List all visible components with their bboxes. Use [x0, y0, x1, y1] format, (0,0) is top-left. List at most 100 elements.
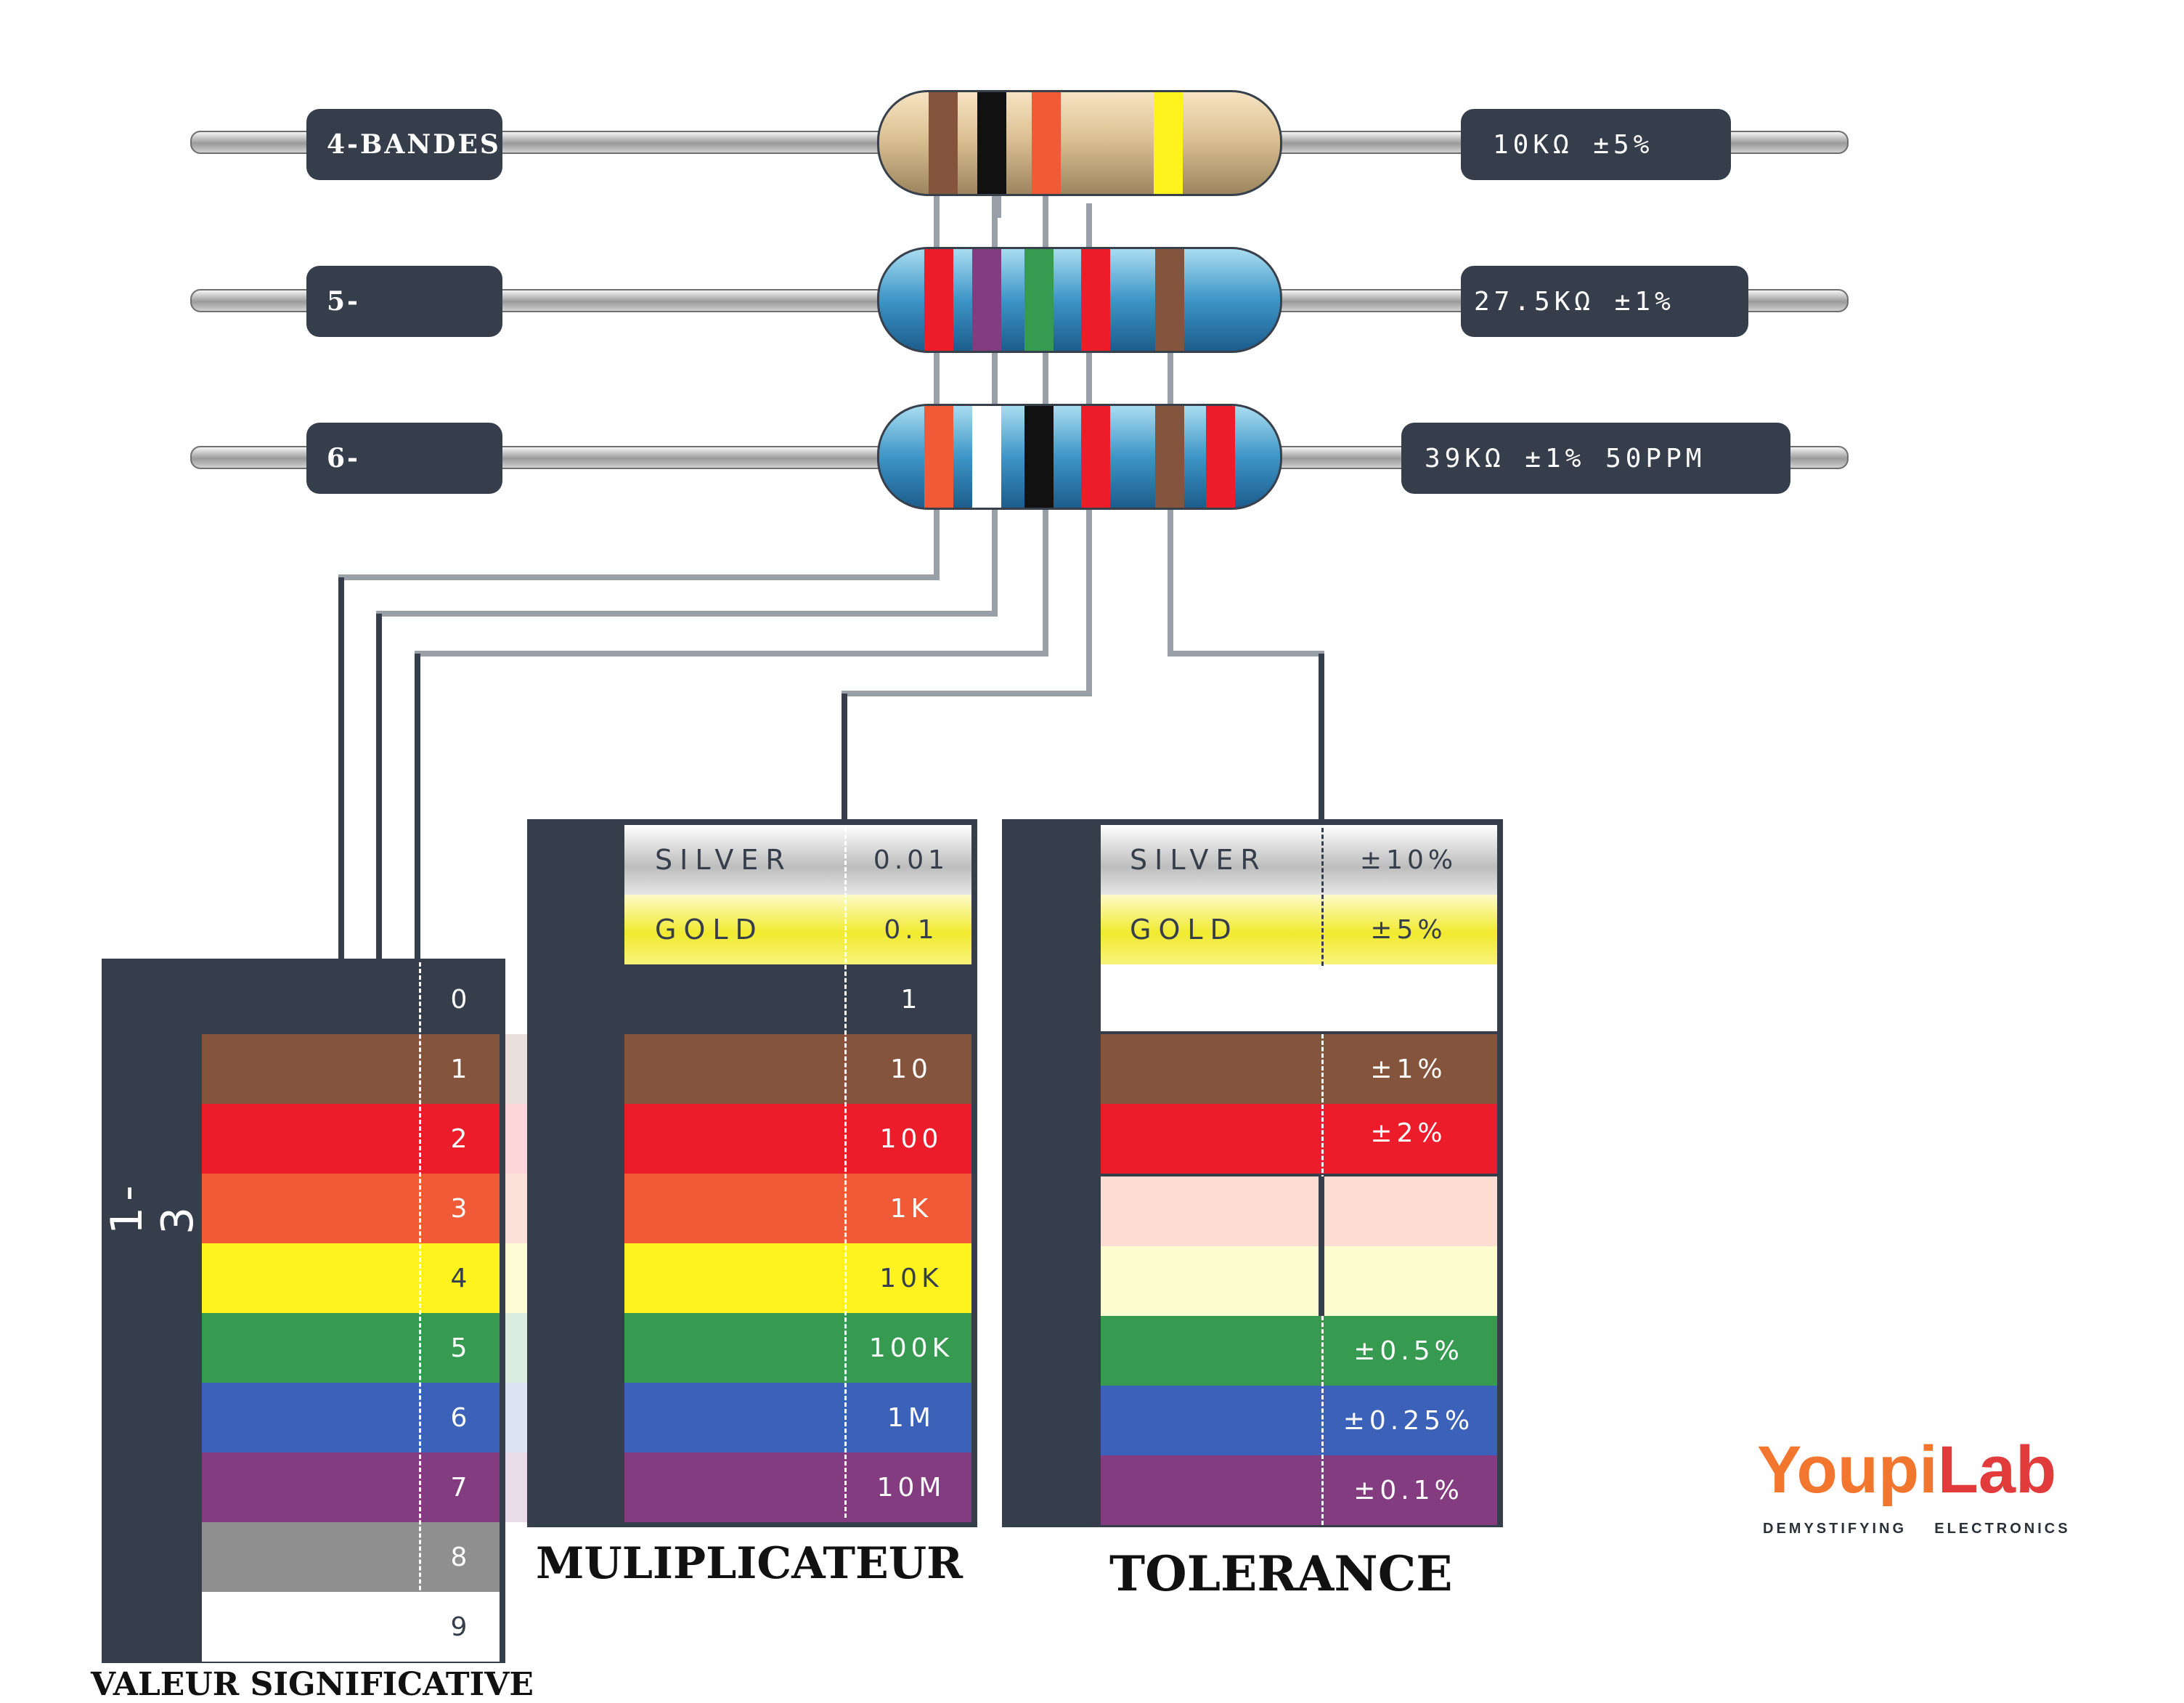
multiplier-row-green — [624, 1313, 971, 1383]
band-red — [1206, 406, 1235, 508]
significant-row-violet — [202, 1452, 500, 1522]
tolerance-divider — [1321, 1316, 1324, 1525]
tolerance-red-value: ±2% — [1370, 1118, 1447, 1148]
tolerance-row-yellow — [1101, 1246, 1497, 1316]
significant-divider — [419, 962, 421, 1656]
significant-digit: 6 — [450, 1402, 472, 1433]
multiplier-value: 10 — [890, 1054, 932, 1084]
significant-row-red — [202, 1104, 500, 1174]
multiplier-row-red — [624, 1104, 971, 1174]
significant-row-shade — [505, 1452, 527, 1522]
multiplier-divider — [844, 828, 847, 1518]
resistor-3-value: 39KΩ ±1% 50PPM — [1401, 423, 1790, 494]
multiplier-value: 1K — [889, 1193, 933, 1224]
significant-row-shade — [505, 1174, 527, 1243]
brand-logo: YoupiLab — [1757, 1436, 2056, 1503]
significant-row-shade — [505, 1383, 527, 1452]
significant-digit: 4 — [450, 1263, 472, 1293]
tolerance-separator — [1319, 1176, 1324, 1316]
resistor-3-body — [877, 404, 1282, 510]
tolerance-row-red — [1101, 1104, 1497, 1174]
multiplier-silver-name: SILVER — [655, 844, 792, 876]
brand-name-b: Lab — [1937, 1433, 2057, 1507]
significant-row-shade — [505, 1243, 527, 1313]
multiplier-row-gold — [624, 895, 971, 964]
resistor-1-value: 10KΩ ±5% — [1461, 109, 1731, 180]
tolerance-divider — [1321, 1034, 1324, 1179]
tolerance-silver-value: ±10% — [1359, 845, 1458, 875]
significant-digit: 5 — [450, 1333, 472, 1363]
tolerance-row-silver — [1101, 825, 1497, 895]
band-brown — [1155, 406, 1184, 508]
multiplier-caption: MULIPLICATEUR — [536, 1538, 963, 1589]
tolerance-row-violet — [1101, 1455, 1497, 1525]
multiplier-value: 10K — [879, 1263, 943, 1293]
significant-row-shade — [505, 1104, 527, 1174]
band-brown — [1155, 249, 1184, 351]
resistor-1-type-label: 4-BANDES — [306, 109, 502, 180]
tolerance-gold-value: ±5% — [1370, 914, 1447, 945]
significant-digit: 1 — [450, 1054, 472, 1084]
multiplier-value: 10M — [876, 1472, 946, 1503]
band-black — [1024, 406, 1054, 508]
multiplier-row-orange — [624, 1174, 971, 1243]
multiplier-row-yellow — [624, 1243, 971, 1313]
band-white — [972, 406, 1001, 508]
tolerance-silver-name: SILVER — [1130, 844, 1267, 876]
resistor-2-type-label: 5- — [306, 266, 502, 337]
tolerance-blue-value: ±0.25% — [1342, 1405, 1475, 1436]
tolerance-row-green — [1101, 1316, 1497, 1386]
band-violet — [972, 249, 1001, 351]
multiplier-row-brown — [624, 1034, 971, 1104]
significant-digit: 0 — [450, 984, 472, 1015]
multiplier-row-silver — [624, 825, 971, 895]
tolerance-brown-value: ±1% — [1370, 1054, 1447, 1084]
significant-row-shade — [505, 1034, 527, 1104]
multiplier-row-blue — [624, 1383, 971, 1452]
resistor-1-body — [877, 90, 1282, 196]
tolerance-caption: TOLERANCE — [1109, 1545, 1453, 1602]
brand-tagline: DEMYSTIFYING ELECTRONICS — [1763, 1521, 2071, 1537]
band-orange — [924, 406, 953, 508]
multiplier-gold-value: 0.1 — [884, 914, 939, 945]
multiplier-value: 100 — [879, 1123, 943, 1154]
tolerance-violet-value: ±0.1% — [1353, 1475, 1464, 1505]
multiplier-gold-name: GOLD — [655, 914, 764, 946]
tolerance-row-orange — [1101, 1176, 1497, 1246]
significant-row-orange — [202, 1174, 500, 1243]
significant-row-brown — [202, 1034, 500, 1104]
significant-row-blue — [202, 1383, 500, 1452]
band-black — [977, 92, 1006, 194]
multiplier-row-violet — [624, 1452, 971, 1522]
band-red — [924, 249, 953, 351]
significant-row-white — [202, 1592, 500, 1662]
band-gold — [1154, 92, 1183, 194]
tolerance-row-brown — [1101, 1034, 1497, 1104]
resistor-3-type-label: 6- — [306, 423, 502, 494]
significant-row-grey — [202, 1522, 500, 1592]
significant-row-yellow — [202, 1243, 500, 1313]
band-orange — [1032, 92, 1061, 194]
significant-side-label: 1-3 — [102, 1179, 203, 1235]
tolerance-divider — [1321, 828, 1324, 966]
band-red — [1081, 406, 1110, 508]
significant-digit: 8 — [450, 1542, 472, 1572]
band-red — [1081, 249, 1110, 351]
brand-name-a: Youpi — [1757, 1433, 1938, 1507]
multiplier-value: 1M — [887, 1402, 935, 1433]
resistor-2-body — [877, 247, 1282, 353]
significant-digit: 7 — [450, 1472, 472, 1503]
multiplier-silver-value: 0.01 — [873, 845, 950, 875]
band-brown — [929, 92, 958, 194]
significant-digit: 3 — [450, 1193, 472, 1224]
significant-digit: 2 — [450, 1123, 472, 1154]
tolerance-green-value: ±0.5% — [1353, 1336, 1464, 1366]
tolerance-gold-name: GOLD — [1130, 914, 1239, 946]
multiplier-value: 100K — [868, 1333, 954, 1363]
significant-digit: 9 — [450, 1611, 472, 1642]
resistor-2-value: 27.5KΩ ±1% — [1461, 266, 1748, 337]
significant-row-green — [202, 1313, 500, 1383]
significant-row-shade — [505, 1313, 527, 1383]
multiplier-value: 1 — [900, 984, 922, 1015]
band-green — [1024, 249, 1054, 351]
